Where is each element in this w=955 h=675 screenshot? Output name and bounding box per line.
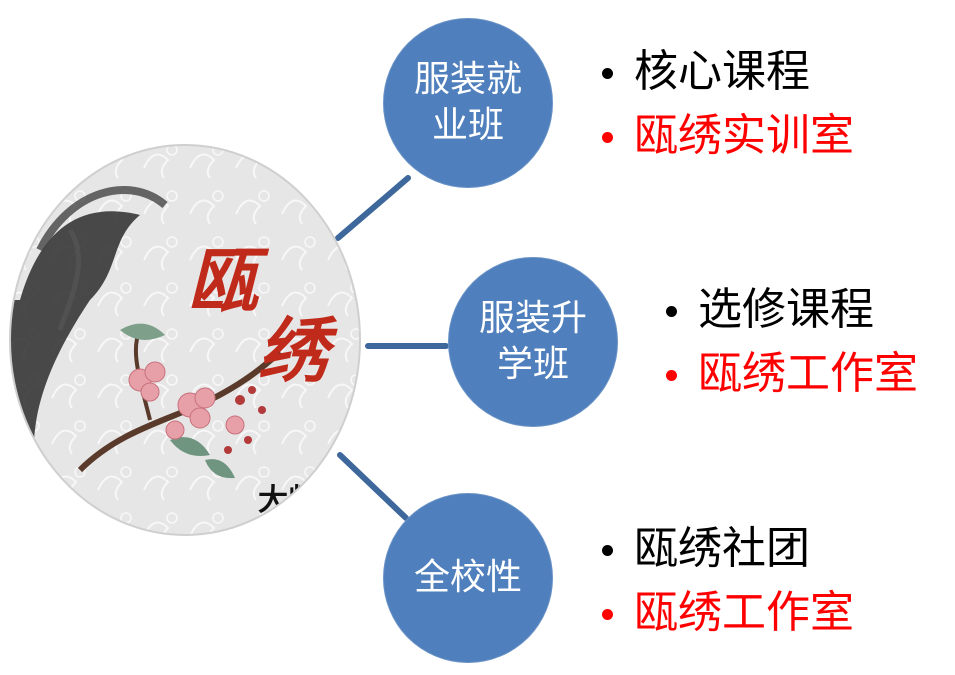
bullet-text: 瓯绣工作室 [634, 587, 854, 638]
bullet-item-highlight: 瓯绣实训室 [598, 104, 854, 168]
connectors [335, 175, 449, 521]
bullet-text: 瓯绣工作室 [698, 348, 918, 399]
bullet-item: 核心课程 [598, 40, 854, 104]
bullet-dot [602, 132, 613, 143]
bullet-dot [602, 545, 613, 556]
bullet-dot [602, 68, 613, 79]
bullet-text: 瓯绣实训室 [634, 110, 854, 161]
artwork-title-char-1: 瓯 [188, 239, 270, 322]
bullet-list-further-study: 选修课程 瓯绣工作室 [662, 278, 918, 406]
bullet-text: 选修课程 [698, 284, 874, 335]
node-school-wide-label: 全校性 [413, 557, 522, 598]
ink-wash [10, 211, 140, 520]
bullet-item: 选修课程 [662, 278, 918, 342]
bullet-text: 核心课程 [634, 46, 810, 97]
plum-blossoms [128, 361, 245, 440]
node-further-study-class-label: 服装升学班 [478, 298, 587, 385]
bullet-dot [666, 370, 677, 381]
bullet-text: 瓯绣社团 [634, 523, 810, 574]
bullet-item-highlight: 瓯绣工作室 [662, 342, 918, 406]
bullet-item: 瓯绣社团 [598, 517, 854, 581]
bullet-dot [666, 306, 677, 317]
bullet-item-highlight: 瓯绣工作室 [598, 581, 854, 645]
node-school-wide: 全校性 [383, 493, 553, 663]
node-further-study-class: 服装升学班 [448, 257, 618, 427]
bullet-dot [602, 609, 613, 620]
connector-bottom [337, 452, 409, 521]
ou-embroidery-artwork: 瓯 绣 大师 [9, 144, 361, 536]
artwork-title-char-2: 绣 [258, 309, 338, 392]
node-employment-class: 服装就业班 [383, 18, 553, 188]
node-employment-class-label: 服装就业班 [413, 59, 522, 146]
bullet-list-school-wide: 瓯绣社团 瓯绣工作室 [598, 517, 854, 645]
bullet-list-employment: 核心课程 瓯绣实训室 [598, 40, 854, 168]
connector-top [335, 175, 411, 241]
